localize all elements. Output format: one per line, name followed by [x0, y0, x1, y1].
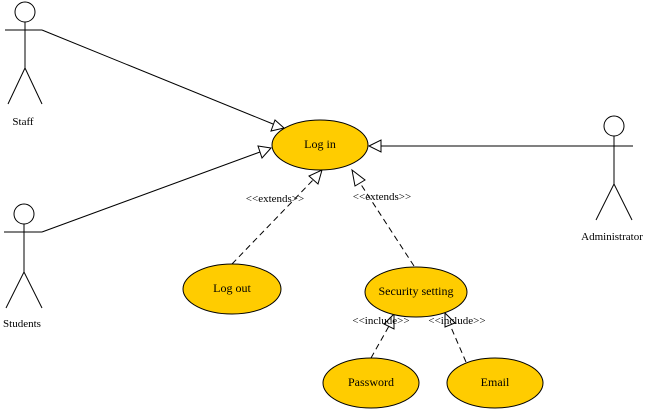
arrowhead-students-login [257, 145, 272, 159]
actor-students-label: Students [3, 318, 41, 330]
use-case-login-label: Log in [304, 137, 336, 151]
include-email-security [449, 324, 467, 363]
actor-administrator-figure [594, 115, 633, 221]
use-case-logout-label: Log out [213, 281, 251, 295]
actor-administrator-label: Administrator [581, 231, 643, 243]
actor-staff-figure [5, 1, 43, 105]
use-case-security [364, 266, 468, 318]
arrowhead-include-email [444, 311, 456, 328]
use-case-password-label: Password [348, 375, 394, 389]
assoc-staff-login [41, 29, 274, 125]
arrowhead-extend-logout [308, 169, 323, 185]
use-case-email-label: Email [481, 375, 510, 389]
use-case-login [271, 119, 369, 171]
actor-staff-label: Staff [12, 116, 34, 128]
use-case-email [446, 357, 544, 409]
use-case-security-label: Security setting [379, 284, 454, 298]
arrowhead-staff-login [270, 119, 286, 132]
assoc-students-login [41, 151, 261, 233]
stereotype-include-password: <<include>> [352, 315, 409, 327]
arrowhead-admin-login [367, 139, 382, 153]
use-case-logout [182, 263, 282, 315]
stereotype-extends-security: <<extends>> [353, 191, 411, 203]
extend-security-login [359, 182, 415, 267]
stereotype-include-email: <<include>> [428, 315, 485, 327]
actor-students-figure [4, 203, 43, 309]
stereotype-extends-logout: <<extends>> [246, 193, 304, 205]
arrowhead-extend-security [351, 168, 366, 187]
use-case-password [322, 357, 420, 409]
include-password-security [370, 325, 390, 359]
arrowhead-include-password [383, 312, 395, 330]
